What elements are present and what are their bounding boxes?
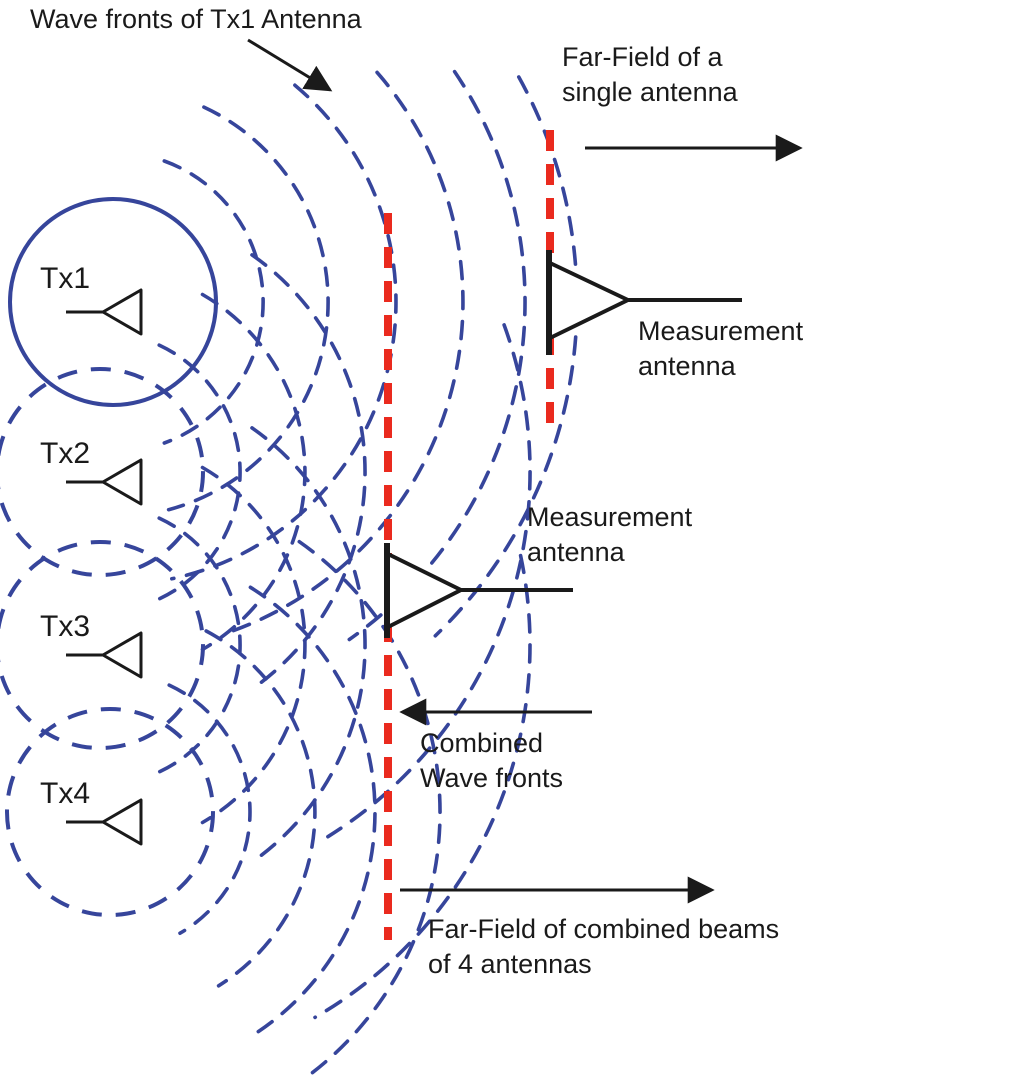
wave-front-arc [433, 75, 579, 638]
wave-front-arc [297, 539, 442, 1081]
label-tx4: Tx4 [40, 777, 91, 810]
label-tx1: Tx1 [40, 262, 91, 295]
wave-front-arc [250, 253, 367, 691]
tx4-antenna-icon [66, 798, 143, 846]
wave-front-arcs-group [157, 69, 579, 1081]
wave-front-arc [230, 70, 465, 633]
wave-front-arc [347, 69, 527, 642]
tx4-coverage-circle [5, 707, 215, 917]
wave-front-arc [200, 292, 307, 652]
measurement-antenna-mid-icon [384, 543, 573, 638]
label-far-field-single: Far-Field of a single antenna [562, 42, 738, 107]
tx3-coverage-circle [0, 540, 205, 750]
label-measurement-antenna-mid: Measurement antenna [527, 502, 693, 567]
wave-front-arc [313, 553, 532, 1020]
wave-front-arc [167, 683, 252, 935]
wave-front-arc [200, 465, 307, 825]
tx3-antenna-icon [66, 631, 143, 679]
wave-front-arc [170, 83, 398, 581]
wave-fronts-pointer-arrow [247, 38, 333, 92]
wave-front-arc [157, 343, 242, 601]
label-measurement-antenna-upper: Measurement antenna [638, 316, 804, 381]
wave-front-arc [157, 516, 242, 774]
tx2-antenna-icon [66, 458, 143, 506]
measurement-antenna-upper-icon [546, 250, 742, 355]
tx2-coverage-circle [0, 367, 205, 577]
label-tx3: Tx3 [40, 610, 91, 643]
wave-front-arc [204, 629, 317, 988]
label-combined-wave-fronts: Combined Wave fronts [420, 728, 564, 793]
wave-front-arc [250, 426, 367, 864]
wave-front-arc [248, 585, 377, 1034]
label-tx2: Tx2 [40, 437, 91, 470]
label-wave-fronts-tx1: Wave fronts of Tx1 Antenna [30, 4, 362, 34]
label-far-field-combined: Far-Field of combined beams of 4 antenna… [428, 914, 780, 979]
tx1-antenna-icon [66, 288, 143, 336]
tx1-coverage-circle [8, 197, 218, 407]
wave-front-arc [162, 159, 265, 445]
